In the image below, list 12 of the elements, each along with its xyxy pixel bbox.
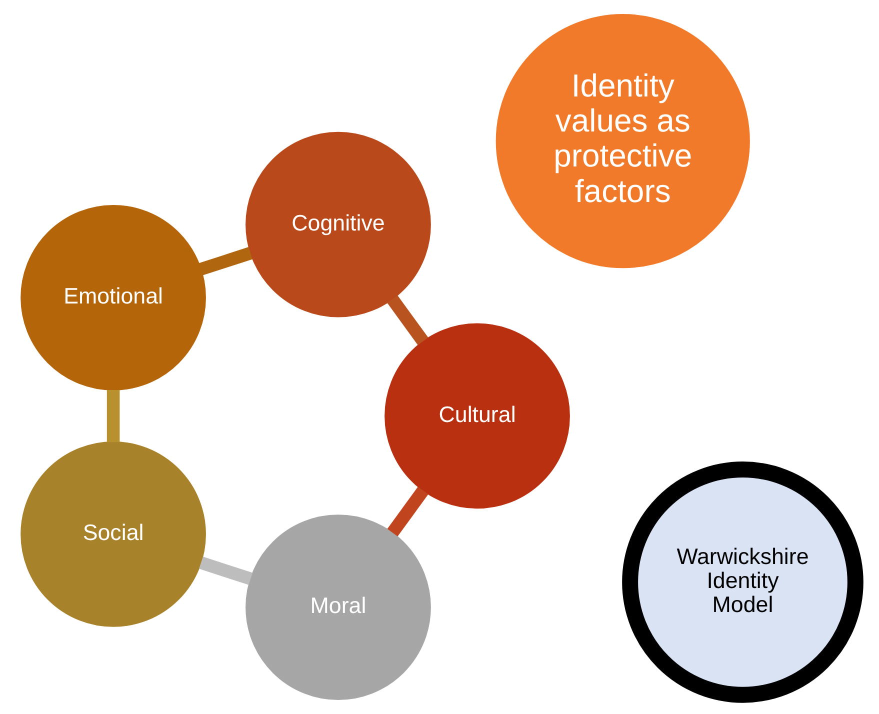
connector [386, 295, 428, 346]
connector [106, 390, 120, 442]
connector [198, 247, 252, 276]
node-circle: Social [20, 442, 206, 627]
node-circle: Warwickshire Identity Model [622, 462, 863, 703]
node-circle: Identity values as protective factors [495, 14, 750, 268]
connector [198, 556, 252, 585]
node-circle: Cultural [384, 323, 570, 509]
node-circle: Moral [245, 514, 430, 700]
node-circle: Cognitive [245, 132, 430, 318]
connector [386, 486, 428, 536]
node-circle: Emotional [20, 204, 206, 390]
